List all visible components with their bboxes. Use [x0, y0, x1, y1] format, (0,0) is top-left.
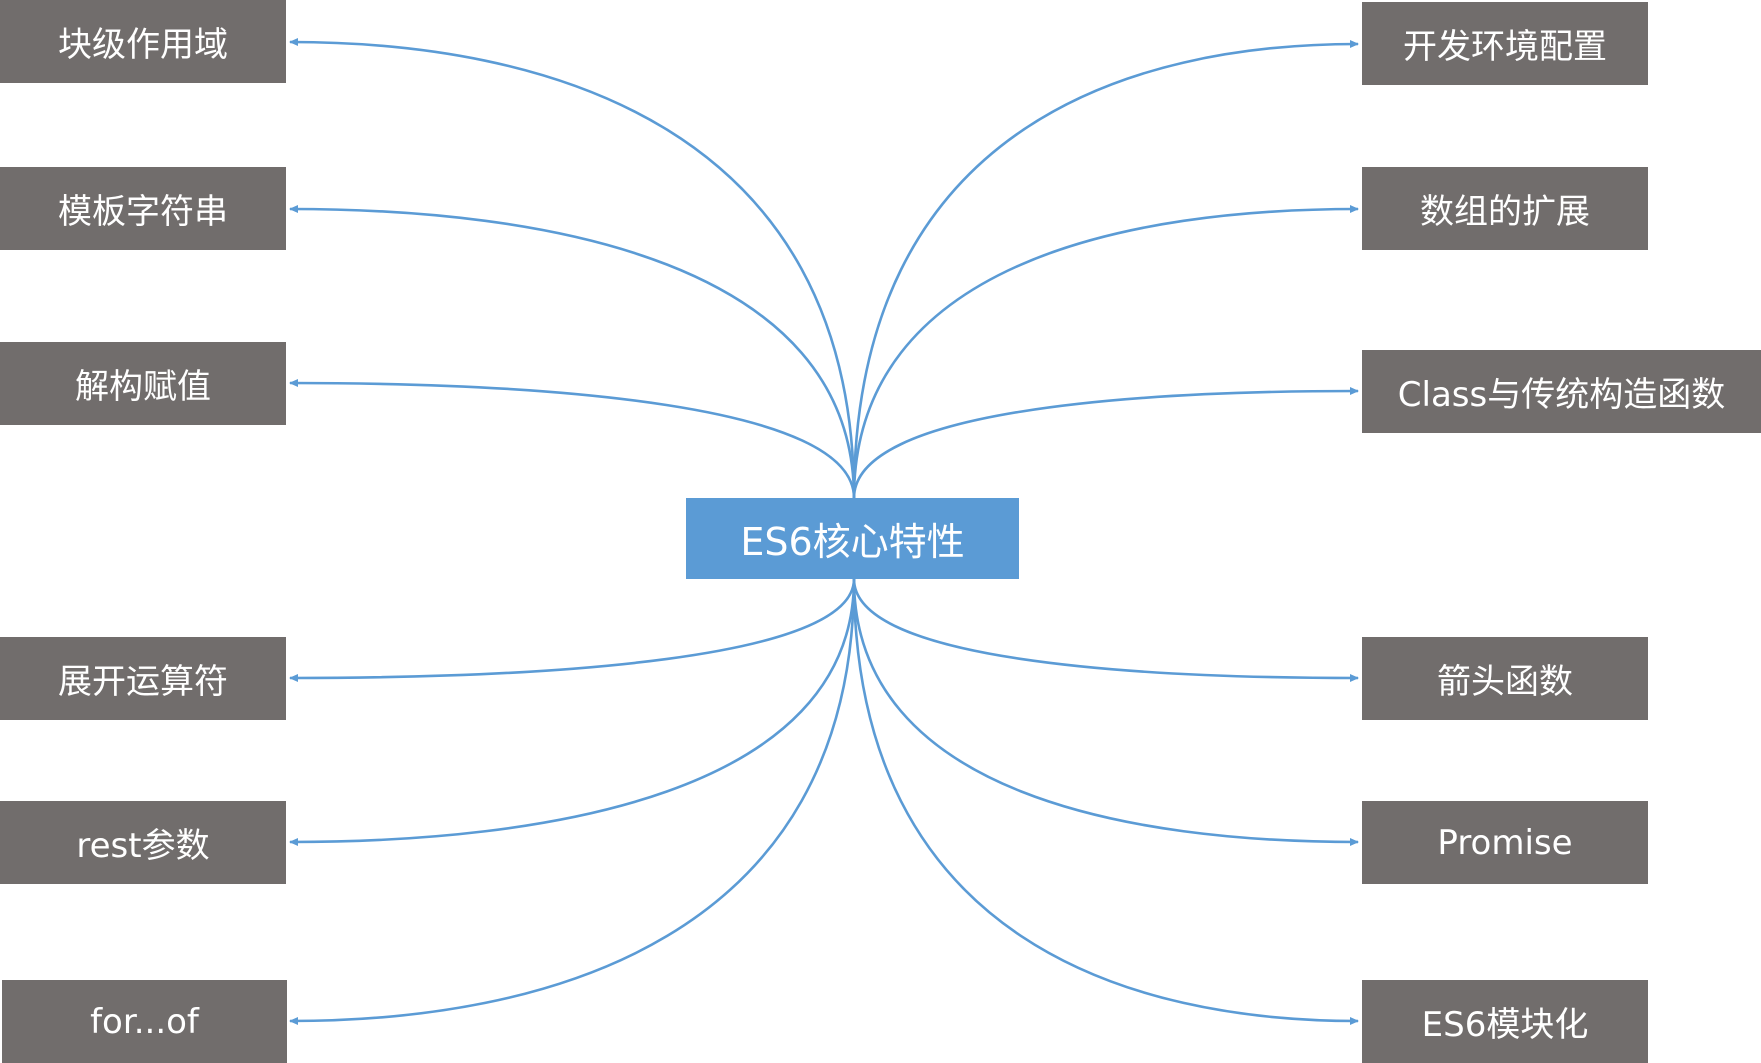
- topic-label: ES6模块化: [1421, 1005, 1589, 1045]
- topic-label: 块级作用域: [58, 25, 228, 65]
- topic-rest-parameters: rest参数: [0, 801, 286, 884]
- topic-block-scope: 块级作用域: [0, 0, 286, 83]
- connector-arrow-left-4: [289, 578, 856, 846]
- topic-label: Promise: [1437, 822, 1573, 863]
- topic-array-extensions: 数组的扩展: [1362, 167, 1648, 250]
- connector-arrow-left-1: [289, 205, 856, 499]
- topic-label: 数组的扩展: [1420, 192, 1590, 232]
- connector-arrow-right-1: [852, 205, 1359, 499]
- topic-label: 解构赋值: [75, 367, 211, 407]
- topic-promise: Promise: [1362, 801, 1648, 884]
- connector-arrow-right-5: [852, 578, 1359, 1025]
- topic-arrow-functions: 箭头函数: [1362, 637, 1648, 720]
- topic-label: 箭头函数: [1437, 662, 1573, 702]
- connector-arrow-left-2: [289, 379, 856, 499]
- topic-label: for...of: [90, 1001, 199, 1042]
- topic-class-vs-constructor: Class与传统构造函数: [1362, 350, 1761, 433]
- topic-dev-environment: 开发环境配置: [1362, 2, 1648, 85]
- connector-arrow-right-2: [852, 387, 1359, 499]
- connector-arrows: [289, 38, 1359, 1025]
- connector-arrow-right-3: [852, 578, 1359, 682]
- topic-es6-modules: ES6模块化: [1362, 980, 1648, 1063]
- connector-arrow-left-0: [289, 38, 856, 499]
- topic-label: rest参数: [76, 826, 210, 866]
- center-topic: ES6核心特性: [686, 498, 1019, 579]
- connector-arrow-left-5: [289, 578, 856, 1025]
- topic-destructuring: 解构赋值: [0, 342, 286, 425]
- connector-arrow-right-4: [852, 578, 1359, 846]
- topic-label: 展开运算符: [58, 662, 228, 702]
- center-topic-label: ES6核心特性: [740, 520, 965, 564]
- topic-template-strings: 模板字符串: [0, 167, 286, 250]
- topic-spread-operator: 展开运算符: [0, 637, 286, 720]
- topic-label: 模板字符串: [58, 192, 228, 232]
- topic-label: Class与传统构造函数: [1397, 375, 1726, 415]
- topic-for-of: for...of: [2, 980, 287, 1063]
- connector-arrow-left-3: [289, 578, 856, 682]
- connector-arrow-right-0: [852, 40, 1359, 499]
- topic-label: 开发环境配置: [1403, 27, 1607, 67]
